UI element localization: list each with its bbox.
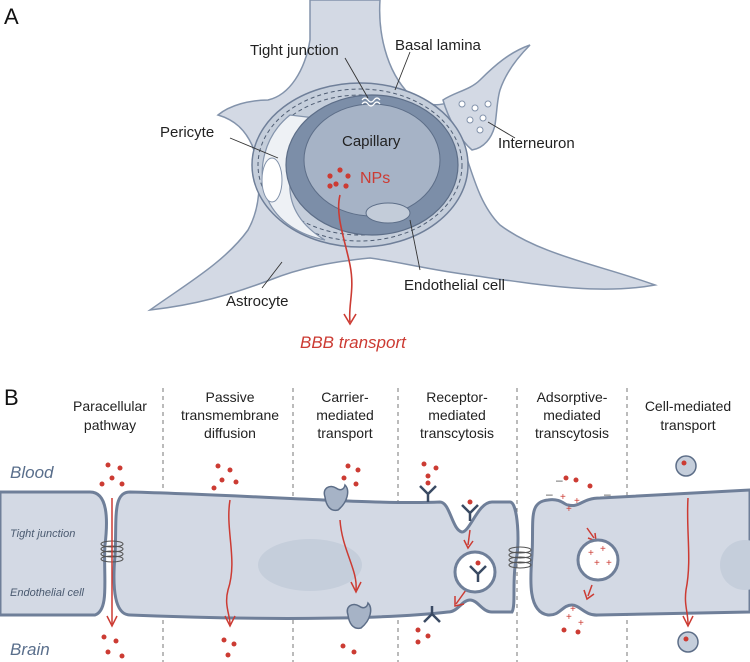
np-dots-b	[99, 461, 593, 659]
label-bbb-transport: BBB transport	[300, 333, 407, 352]
transport-cells	[675, 455, 699, 653]
nucleus-middle	[258, 539, 362, 591]
interneuron-shape	[442, 44, 531, 151]
label-capillary: Capillary	[342, 133, 401, 150]
svg-text:+: +	[566, 612, 572, 623]
charge-symbols: +++ ++++ +++	[560, 492, 612, 629]
svg-text:+: +	[570, 604, 576, 615]
col2-header-line2: transmembrane	[181, 407, 279, 423]
col5-header-line3: transcytosis	[535, 425, 609, 441]
label-brain: Brain	[10, 640, 50, 659]
panel-a: A	[4, 0, 658, 352]
arrow-adsorptive-2	[587, 584, 593, 597]
col1-header-line1: Paracellular	[73, 398, 147, 414]
label-endothelial-cell-b: Endothelial cell	[10, 587, 85, 599]
pericyte-nucleus	[261, 157, 283, 203]
nps-dots	[327, 167, 351, 189]
transport-arrows	[106, 497, 694, 628]
arrow-cell-mediated	[684, 497, 690, 625]
col3-header-line1: Carrier-	[321, 389, 369, 405]
label-pericyte: Pericyte	[160, 124, 214, 141]
bbb-transport-arrow	[337, 194, 353, 323]
label-astrocyte: Astrocyte	[226, 293, 289, 310]
endothelial-nucleus	[365, 202, 411, 224]
svg-text:–: –	[546, 487, 553, 501]
col4-header-line3: transcytosis	[420, 425, 494, 441]
svg-text:+: +	[566, 504, 572, 515]
svg-text:–: –	[556, 473, 563, 487]
svg-text:+: +	[606, 558, 612, 569]
nucleus-right	[720, 540, 750, 590]
col1-header-line2: pathway	[84, 417, 136, 433]
arrow-passive	[225, 499, 233, 625]
col5-header-line1: Adsorptive-	[537, 389, 608, 405]
interneuron-vesicles	[458, 100, 492, 134]
col6-header-line2: transport	[660, 417, 715, 433]
svg-text:–: –	[604, 487, 611, 501]
col4-header-line1: Receptor-	[426, 389, 488, 405]
capillary-lumen	[303, 103, 441, 217]
arrow-receptor-1	[467, 529, 471, 546]
label-nps: NPs	[360, 170, 390, 187]
label-tight-junction: Tight junction	[250, 42, 339, 59]
svg-text:+: +	[600, 544, 606, 555]
adsorptive-vesicles	[576, 538, 620, 582]
panel-b-letter: B	[4, 385, 19, 410]
label-tight-junction-b: Tight junction	[10, 528, 75, 540]
antibodies	[419, 485, 487, 623]
panel-a-letter: A	[4, 4, 19, 29]
col3-header-line2: mediated	[316, 407, 374, 423]
col5-header-line2: mediated	[543, 407, 601, 423]
column-headers: Paracellular pathway Passive transmembra…	[73, 389, 731, 441]
svg-text:+: +	[560, 492, 566, 503]
svg-text:+: +	[578, 618, 584, 629]
svg-text:+: +	[574, 496, 580, 507]
arrow-carrier	[339, 519, 357, 591]
col6-header-line1: Cell-mediated	[645, 398, 731, 414]
endothelial-cells	[0, 488, 750, 620]
arrow-adsorptive-1	[586, 527, 595, 539]
panel-b: B Paracellular pathway Passive transmemb…	[0, 385, 750, 662]
tight-junction-icon	[361, 97, 381, 107]
label-basal-lamina: Basal lamina	[395, 37, 482, 54]
antibody-cargo	[425, 480, 481, 566]
label-endothelial-cell: Endothelial cell	[404, 277, 505, 294]
label-interneuron: Interneuron	[498, 135, 575, 152]
arrow-receptor-2	[455, 589, 467, 605]
label-blood: Blood	[10, 463, 54, 482]
col2-header-line1: Passive	[205, 389, 254, 405]
leader-lines	[229, 51, 516, 289]
negative-charges: –––	[546, 473, 611, 501]
carrier-proteins	[323, 483, 372, 630]
endothelial-cell-left	[0, 490, 108, 617]
svg-text:+: +	[594, 558, 600, 569]
col3-header-line3: transport	[317, 425, 372, 441]
svg-text:+: +	[588, 548, 594, 559]
col4-header-line2: mediated	[428, 407, 486, 423]
endothelial-cell-right	[529, 488, 750, 617]
basal-lamina-dash	[257, 88, 463, 242]
col2-header-line3: diffusion	[204, 425, 256, 441]
